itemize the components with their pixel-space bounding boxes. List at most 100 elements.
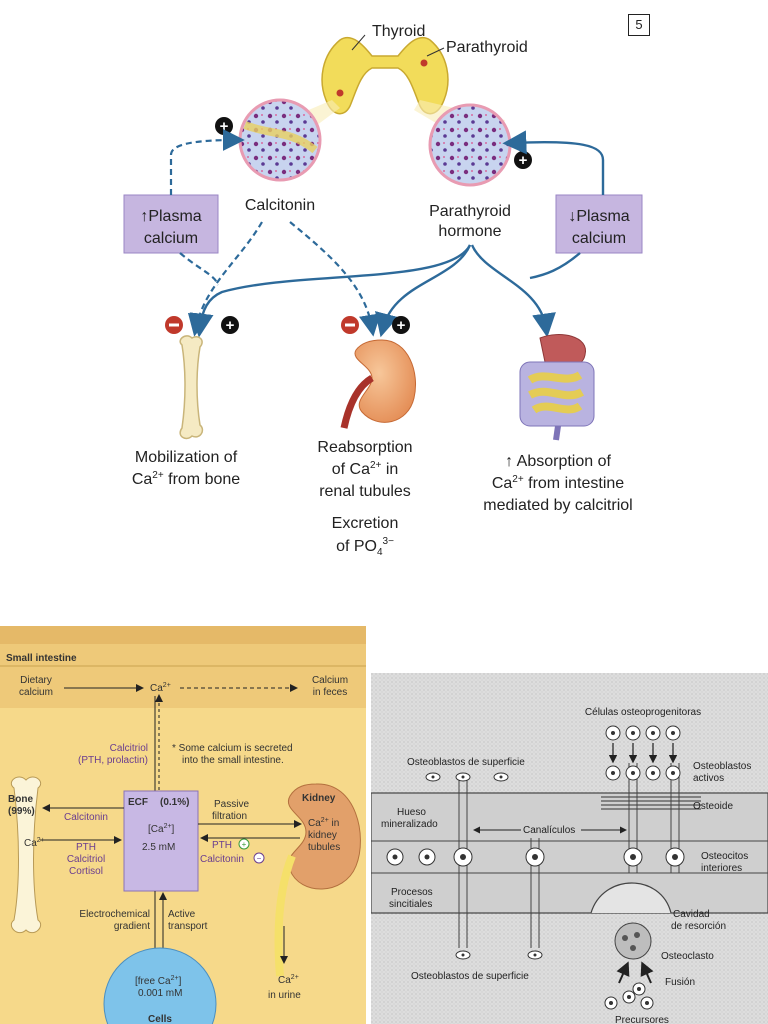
canaliculi-label: Canalículos: [523, 825, 575, 836]
plus-sign-pth: +: [514, 151, 532, 169]
passive-filtration-label-2: filtration: [212, 811, 247, 822]
svg-text:renal tubules: renal tubules: [319, 483, 411, 500]
pth-kidney-label: PTH: [212, 840, 232, 851]
svg-text:↑ Absorption of: ↑ Absorption of: [505, 453, 611, 470]
cells-circle: [103, 947, 217, 1024]
mineralized-bone-band: [371, 792, 768, 914]
svg-text:−: −: [257, 854, 262, 863]
low-calcium-feed-arrow: [529, 252, 581, 280]
ca-urine-label-2: in urine: [268, 990, 301, 1001]
minus-sign-kidney: [341, 316, 359, 334]
pth-to-intestine-arrow: [470, 244, 556, 338]
fusion-label: Fusión: [665, 977, 695, 988]
plus-sign-kidney: +: [392, 316, 410, 334]
calcitriol-bone-label: Calcitriol: [67, 854, 105, 865]
cortisol-bone-label: Cortisol: [69, 866, 103, 877]
kidney-label: Kidney: [302, 793, 336, 804]
svg-text:Excretion: Excretion: [332, 515, 399, 532]
osteocytes-label: Osteocitos: [701, 851, 748, 862]
surface-osteoblasts-top-label: Osteoblastos de superficie: [407, 757, 525, 768]
bone-illustration: [179, 335, 204, 440]
low-calcium-to-pth-arrow: [502, 130, 605, 195]
svg-text:+: +: [220, 118, 229, 135]
svg-text:Reabsorption: Reabsorption: [317, 439, 412, 456]
pth-to-bone-arrow: [189, 244, 472, 338]
kidney-effect-label: Reabsorption of Ca2+ in renal tubules Ex…: [317, 439, 412, 558]
calcitonin-label: Calcitonin: [245, 197, 315, 214]
ecf-percent: (0.1%): [160, 797, 189, 808]
secretion-note-2: into the small intestine.: [182, 755, 284, 766]
calcium-regulation-diagram: Thyroid Parathyroid + + Calcitonin Parat…: [123, 23, 643, 558]
progenitor-label: Células osteoprogenitoras: [585, 707, 701, 718]
pth-label-line2: hormone: [438, 223, 501, 240]
small-intestine-title: Small intestine: [6, 653, 77, 664]
resorption-cavity-label: Cavidad: [673, 909, 710, 920]
mineralized-bone-label: Hueso: [397, 807, 426, 818]
calcitonin-kidney-label: Calcitonin: [200, 854, 244, 865]
intestine-illustration: [519, 334, 595, 441]
osteocytes-label-2: interiores: [701, 863, 742, 874]
minus-sign-bone: [165, 316, 183, 334]
calcitonin-bone-label: Calcitonin: [64, 812, 108, 823]
cells-concentration-value: 0.001 mM: [138, 988, 182, 999]
pth-to-kidney-arrow: [375, 244, 472, 338]
surface-osteoblasts-top: [425, 772, 509, 782]
parathyroid-label: Parathyroid: [446, 39, 528, 56]
plasma-calcium-low-box: ↓Plasma calcium: [555, 194, 643, 254]
bone-effect-label: Mobilization of Ca2+ from bone: [132, 449, 240, 488]
bone-shape: [10, 776, 42, 934]
svg-text:↓Plasma: ↓Plasma: [568, 208, 629, 225]
bone-histology-panel: Células osteoprogenitoras Osteoblastos d…: [371, 673, 768, 1024]
calcitonin-cell-micrograph: [238, 98, 322, 182]
secretion-note: * Some calcium is secreted: [172, 743, 293, 754]
interior-osteocytes: [386, 847, 685, 867]
thyroid-label: Thyroid: [372, 23, 425, 40]
pth-bone-label: PTH: [76, 842, 96, 853]
plasma-to-bone-dashed: [179, 252, 220, 286]
plus-sign-bone: +: [221, 316, 239, 334]
calcitriol-sub-label: (PTH, prolactin): [78, 755, 148, 766]
kidney-ca-label: Ca2+ in: [308, 817, 339, 829]
dietary-calcium-label: Dietary: [20, 675, 52, 686]
resorption-cavity-label-2: de resorción: [671, 921, 726, 932]
osteoid-label: Osteoide: [693, 801, 733, 812]
ecf-box: [123, 790, 199, 892]
osteoclast-cell: [614, 922, 652, 960]
osteoclast-label: Osteoclasto: [661, 951, 714, 962]
active-osteoblasts-label-2: activos: [693, 773, 724, 784]
page-number: 5: [628, 14, 650, 36]
plasma-calcium-high-box: ↑Plasma calcium: [123, 194, 219, 254]
kidney-illustration: [340, 339, 416, 429]
plus-sign-calcitonin: +: [215, 117, 233, 135]
syncytial-processes-label: Procesos: [391, 887, 433, 898]
surface-osteoblasts-bottom-label: Osteoblastos de superficie: [411, 971, 529, 982]
kidney-ca-label-3: tubules: [308, 842, 340, 853]
electrochemical-label-2: gradient: [114, 921, 150, 932]
ca-small-intestine: Ca2+: [150, 682, 171, 694]
ecf-concentration-value: 2.5 mM: [142, 842, 175, 853]
svg-text:calcium: calcium: [144, 230, 198, 247]
svg-text:↑Plasma: ↑Plasma: [140, 208, 201, 225]
precursor-cells: [604, 982, 654, 1010]
cells-concentration: [free Ca2+]: [135, 975, 182, 987]
svg-text:+: +: [242, 840, 247, 849]
active-osteoblasts-label: Osteoblastos: [693, 761, 751, 772]
cells-label: Cells: [148, 1014, 172, 1024]
electrochemical-label: Electrochemical: [79, 909, 150, 920]
svg-text:Ca2+ from bone: Ca2+ from bone: [132, 470, 240, 488]
calcitriol-label: Calcitriol: [110, 743, 148, 754]
ecf-concentration: [Ca2+]: [148, 823, 175, 835]
calcium-feces-label: Calcium: [312, 675, 348, 686]
active-transport-label: Active: [168, 909, 196, 920]
svg-text:mediated by calcitriol: mediated by calcitriol: [483, 497, 632, 514]
pth-label-line1: Parathyroid: [429, 203, 511, 220]
intestine-effect-label: ↑ Absorption of Ca2+ from intestine medi…: [483, 453, 632, 514]
svg-text:+: +: [397, 317, 406, 334]
syncytial-processes-label-2: sincitiales: [389, 899, 432, 910]
bone-label: Bone: [8, 794, 33, 805]
svg-text:Ca2+ from intestine: Ca2+ from intestine: [492, 474, 624, 492]
ca-urine-label: Ca2+: [278, 974, 299, 986]
bone-percent: (99%): [8, 806, 35, 817]
precursors-label: Precursores: [615, 1015, 669, 1024]
passive-filtration-label: Passive: [214, 799, 249, 810]
